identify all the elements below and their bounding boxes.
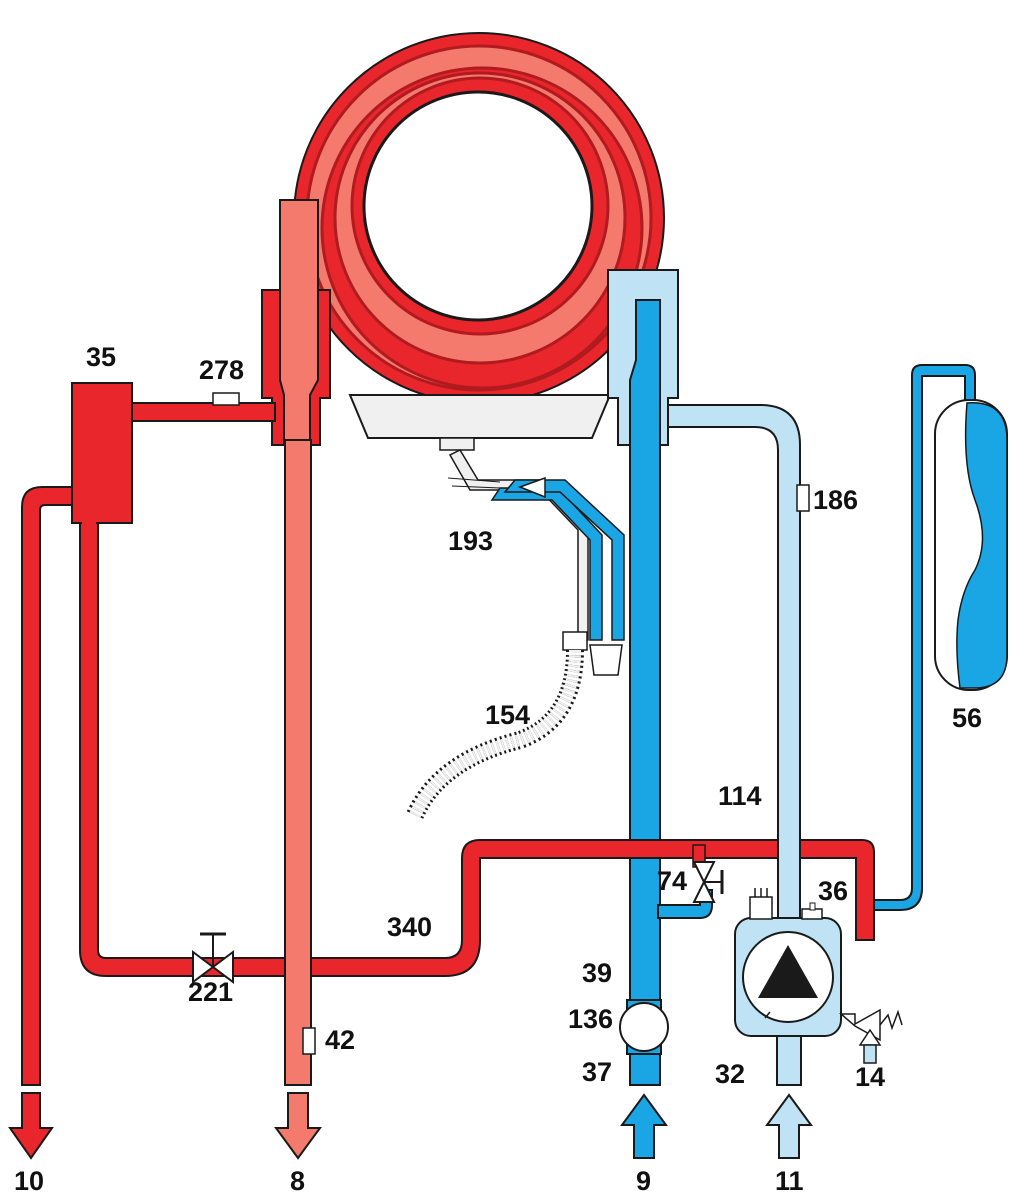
- label-36: 36: [818, 876, 848, 906]
- inlet-arrow-9: [620, 1093, 668, 1159]
- pipe-to-outlet-8: [284, 439, 312, 1086]
- label-114: 114: [718, 781, 762, 811]
- hot-pipe-top: [129, 402, 276, 422]
- label-74: 74: [657, 866, 687, 896]
- label-35: 35: [86, 342, 116, 372]
- expansion-vessel-56: [934, 399, 1008, 691]
- label-193: 193: [448, 526, 493, 556]
- label-8: 8: [290, 1166, 305, 1196]
- component-35: [71, 382, 133, 524]
- label-136: 136: [568, 1004, 613, 1034]
- label-186: 186: [813, 485, 858, 515]
- label-10: 10: [14, 1166, 44, 1196]
- label-56: 56: [952, 703, 982, 733]
- sensor-278: [212, 392, 240, 406]
- label-32: 32: [715, 1059, 745, 1089]
- heat-exchanger-center: [362, 90, 594, 322]
- pipe-to-outlet-10: [21, 486, 73, 1086]
- air-vent-114: [749, 896, 773, 920]
- sensor-42: [302, 1027, 316, 1055]
- bypass-pipe-cover: [82, 522, 96, 525]
- valve-221[interactable]: [192, 932, 234, 984]
- label-42: 42: [325, 1025, 355, 1055]
- outlet-arrow-10: [8, 1092, 54, 1160]
- label-39: 39: [582, 958, 612, 988]
- condensate-trap-193: [447, 449, 625, 676]
- flow-sensor-136: [619, 999, 669, 1055]
- label-278: 278: [199, 355, 244, 385]
- valve-74[interactable]: [692, 861, 724, 903]
- label-14: 14: [855, 1062, 885, 1092]
- label-11: 11: [775, 1166, 804, 1196]
- outlet-arrow-8: [274, 1092, 322, 1160]
- label-340: 340: [387, 912, 432, 942]
- expansion-line: [873, 364, 976, 911]
- inlet-arrow-11: [765, 1093, 813, 1159]
- heat-exchanger: [293, 32, 665, 404]
- label-9: 9: [636, 1166, 651, 1196]
- burner-connector: [439, 437, 475, 451]
- pump-triangle-icon: [758, 945, 818, 998]
- pump-32: [734, 888, 903, 1086]
- cold-collector: [607, 269, 679, 1086]
- bypass-pipe-340: [79, 522, 875, 977]
- label-221: 221: [188, 977, 233, 1007]
- label-37: 37: [582, 1057, 612, 1087]
- burner-housing: [348, 394, 612, 439]
- sensor-186: [796, 484, 810, 512]
- label-154: 154: [485, 700, 530, 730]
- condensate-hose-154: [406, 649, 584, 819]
